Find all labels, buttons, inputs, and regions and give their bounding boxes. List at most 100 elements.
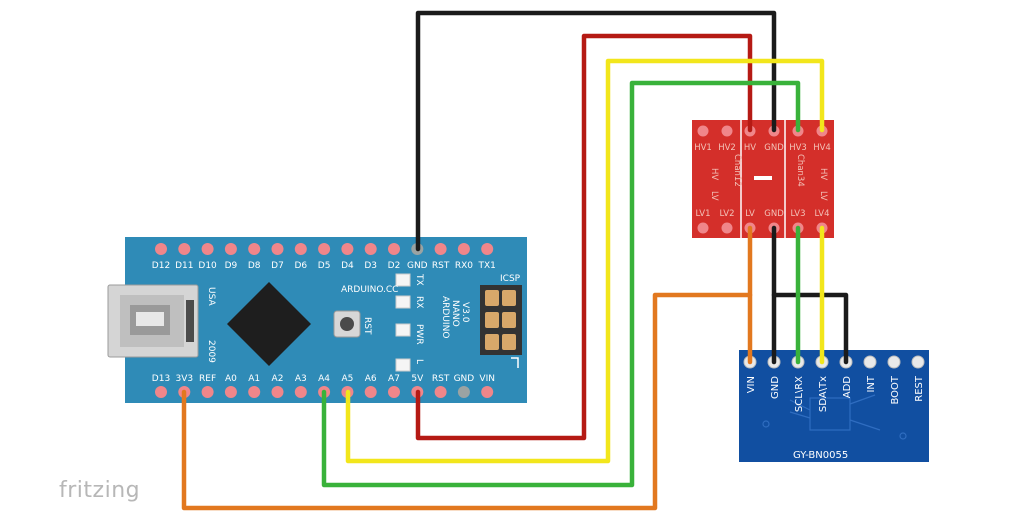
nano-top-pin-label: RX0	[455, 261, 473, 271]
nano-year-label: 2009	[206, 340, 216, 363]
icsp-pin	[502, 334, 516, 350]
nano-top-pin-label: RST	[432, 261, 450, 271]
nano-bottom-pin[interactable]	[457, 386, 470, 398]
shifter-top-pin-label: HV3	[789, 143, 807, 153]
bno-pin-label: ADD	[842, 376, 853, 399]
wires	[181, 10, 849, 511]
bno-pin[interactable]	[863, 355, 877, 369]
bno-pcb	[739, 350, 929, 462]
fritzing-brand: fritzing	[59, 478, 141, 503]
shifter-left-hv: HV	[709, 168, 719, 180]
nano-top-pin[interactable]	[178, 243, 191, 255]
status-led-label: L	[414, 359, 424, 364]
shifter-bottom-pin-label: LV3	[790, 209, 805, 219]
bno-pin[interactable]	[887, 355, 901, 369]
shifter-top-pin-label: HV4	[813, 143, 831, 153]
nano-bottom-pin-label: RST	[432, 374, 450, 384]
nano-top-pin[interactable]	[457, 243, 470, 255]
nano-top-pin[interactable]	[294, 243, 307, 255]
nano-top-pin[interactable]	[224, 243, 237, 255]
nano-bottom-pin-label: VIN	[479, 374, 495, 384]
status-led-label: TX	[414, 273, 424, 286]
bno-pin-label: SDA\Tx	[818, 376, 829, 412]
nano-brand-label: ARDUINO.CC	[341, 285, 398, 295]
nano-top-pin-label: D11	[175, 261, 193, 271]
shifter-top-pin[interactable]	[721, 125, 733, 137]
nano-bottom-pin[interactable]	[201, 386, 214, 398]
shifter-top-pin[interactable]	[697, 125, 709, 137]
wire-green-a4[interactable]	[321, 80, 801, 488]
nano-top-pin[interactable]	[271, 243, 284, 255]
usb-connector	[107, 284, 199, 358]
nano-bottom-pin-label: A4	[318, 374, 330, 384]
nano-top-pin[interactable]	[434, 243, 447, 255]
shifter-top-pin-label: HV	[744, 143, 756, 153]
bno-pin[interactable]	[911, 355, 925, 369]
bno-title: GY-BN0055	[793, 450, 848, 461]
microcontroller-chip	[227, 282, 311, 366]
shifter-bottom-pin-label: LV2	[719, 209, 734, 219]
bno-pin-label: SCL\RX	[794, 376, 805, 412]
nano-usa-label: USA	[206, 287, 216, 306]
bno-pin-label: VIN	[746, 376, 757, 393]
nano-top-pin-label: D3	[364, 261, 377, 271]
shifter-chan34-label: Chan34	[795, 154, 805, 187]
wire-yellow-a5[interactable]	[345, 58, 825, 464]
nano-top-pin-label: D8	[248, 261, 261, 271]
wire-red-5v[interactable]	[415, 33, 753, 441]
bno-pin-label: REST	[914, 375, 925, 402]
nano-bottom-pin[interactable]	[224, 386, 237, 398]
nano-bottom-pin[interactable]	[434, 386, 447, 398]
nano-top-pin[interactable]	[481, 243, 494, 255]
nano-top-pin[interactable]	[318, 243, 331, 255]
nano-top-pin[interactable]	[364, 243, 377, 255]
shifter-right-lv: LV	[818, 191, 828, 201]
nano-top-pin-label: GND	[407, 261, 428, 271]
nano-bottom-pin-label: A6	[365, 374, 377, 384]
nano-bottom-pin[interactable]	[271, 386, 284, 398]
icsp-pin	[485, 334, 499, 350]
nano-top-pin[interactable]	[155, 243, 167, 255]
shifter-component	[754, 176, 772, 180]
icsp-header	[480, 285, 522, 368]
shifter-right-hv: HV	[818, 168, 828, 180]
nano-top-pin-label: TX1	[478, 261, 496, 271]
shifter-top-pin-label: HV2	[718, 143, 736, 153]
nano-top-pin[interactable]	[341, 243, 354, 255]
nano-bottom-pin[interactable]	[155, 386, 167, 398]
icsp-pin	[502, 290, 516, 306]
reset-button[interactable]	[333, 310, 361, 338]
icsp-pin	[485, 290, 499, 306]
nano-bottom-pin-label: 3V3	[175, 374, 193, 384]
nano-bottom-pin-label: A5	[341, 374, 353, 384]
nano-bottom-pin[interactable]	[388, 386, 400, 398]
shifter-bottom-pin-label: GND	[764, 209, 784, 219]
status-led	[395, 295, 411, 309]
shifter-bottom-pin[interactable]	[697, 222, 709, 234]
shifter-chan12-label: Chan12	[732, 154, 742, 187]
nano-bottom-pin-label: 5V	[411, 374, 424, 384]
wire-orange-3v3[interactable]	[181, 292, 753, 511]
nano-top-pin-label: D6	[294, 261, 307, 271]
nano-bottom-pin[interactable]	[364, 386, 377, 398]
nano-top-pin[interactable]	[248, 243, 261, 255]
shifter-bottom-pin-label: LV	[745, 209, 755, 219]
shifter-top-pin-label: GND	[764, 143, 784, 153]
nano-top-pin-label: D9	[225, 261, 238, 271]
nano-top-pin[interactable]	[201, 243, 214, 255]
wire-black-gnd[interactable]	[415, 10, 777, 252]
shifter-bottom-pin[interactable]	[721, 222, 733, 234]
nano-bottom-pin-label: D13	[152, 374, 170, 384]
nano-bottom-pin-label: A3	[295, 374, 307, 384]
nano-bottom-pin[interactable]	[248, 386, 261, 398]
nano-bottom-pin[interactable]	[294, 386, 307, 398]
nano-bottom-pin[interactable]	[481, 386, 494, 398]
nano-top-pin-label: D12	[152, 261, 170, 271]
nano-top-pin[interactable]	[388, 243, 400, 255]
status-led-label: PWR	[414, 324, 424, 345]
